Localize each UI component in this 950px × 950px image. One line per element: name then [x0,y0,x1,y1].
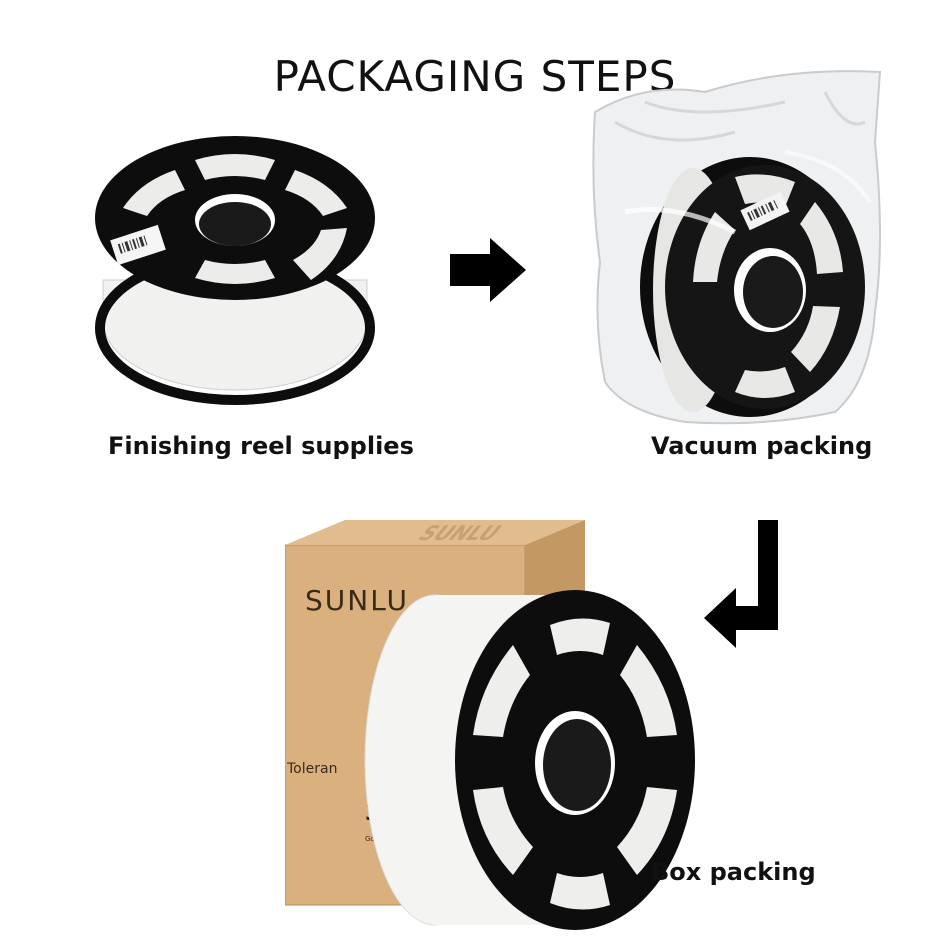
step-1-caption: Finishing reel supplies [108,432,414,460]
page-title: PACKAGING STEPS [273,52,677,101]
step-3-caption: Box packing [651,858,816,886]
box-brand: SUNLU [305,584,409,617]
finishing-reel-image [95,136,375,405]
box-side-text: Toleran [286,761,337,777]
box-top-brand: SUNLU [412,522,507,545]
right-arrow-icon [450,238,526,302]
down-left-arrow-icon [704,520,778,648]
step-2-caption: Vacuum packing [651,432,873,460]
vacuum-packing-image [592,70,882,425]
box-packing-image: SUNLU SUNLU Toleran 3D Gold Award [285,520,695,930]
